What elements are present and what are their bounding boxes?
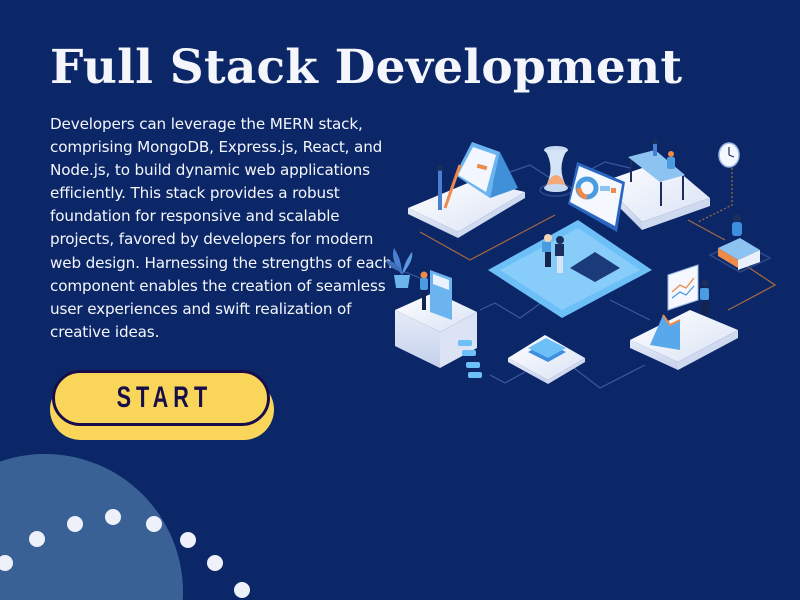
calendar-platform [408, 142, 525, 238]
wall-clock-icon [718, 142, 740, 168]
hourglass-icon [539, 146, 573, 197]
page-title: Full Stack Development [50, 40, 683, 95]
calculator-platform [395, 270, 482, 378]
person-on-books [708, 214, 772, 273]
start-button-wrap: START [50, 370, 278, 442]
dotted-arc [0, 509, 250, 598]
books-platform [508, 335, 585, 384]
decorative-circle [0, 454, 183, 600]
start-button-label: START [116, 381, 212, 414]
description-text: Developers can leverage the MERN stack, … [50, 115, 393, 341]
isometric-illustration [386, 139, 777, 389]
start-button[interactable]: START [52, 370, 270, 426]
plant-icon [386, 248, 413, 288]
meeting-desk-platform [602, 139, 710, 230]
central-monitor-platform [488, 162, 652, 318]
presentation-chart-platform [630, 264, 738, 370]
